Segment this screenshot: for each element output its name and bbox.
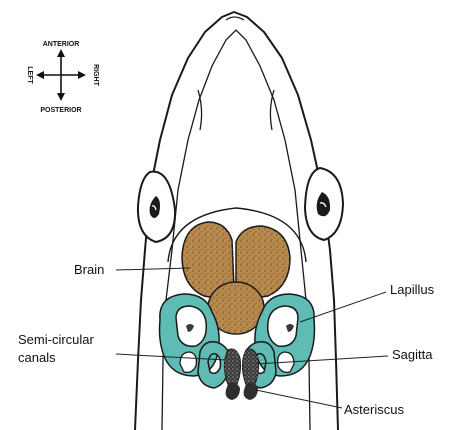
left-eye [138,172,175,242]
right-eye [305,168,343,240]
semicircular-label-line2: canals [18,350,56,365]
label-asteriscus: Asteriscus [256,390,404,417]
compass-right-label: RIGHT [92,64,99,87]
label-lapillus: Lapillus [300,282,435,322]
compass-posterior-label: POSTERIOR [40,107,81,114]
lapillus-label: Lapillus [390,282,435,297]
compass-arrows-icon [36,49,86,101]
sagitta-label: Sagitta [392,347,433,362]
semicircular-label-line1: Semi-circular [18,332,95,347]
brain [182,222,290,334]
compass-left-label: LEFT [26,66,33,84]
label-brain: Brain [74,262,190,277]
orientation-compass: ANTERIOR POSTERIOR LEFT RIGHT [26,41,99,114]
asteriscus-label: Asteriscus [344,402,404,417]
compass-anterior-label: ANTERIOR [43,41,80,48]
otoliths [224,349,258,400]
brain-label: Brain [74,262,104,277]
